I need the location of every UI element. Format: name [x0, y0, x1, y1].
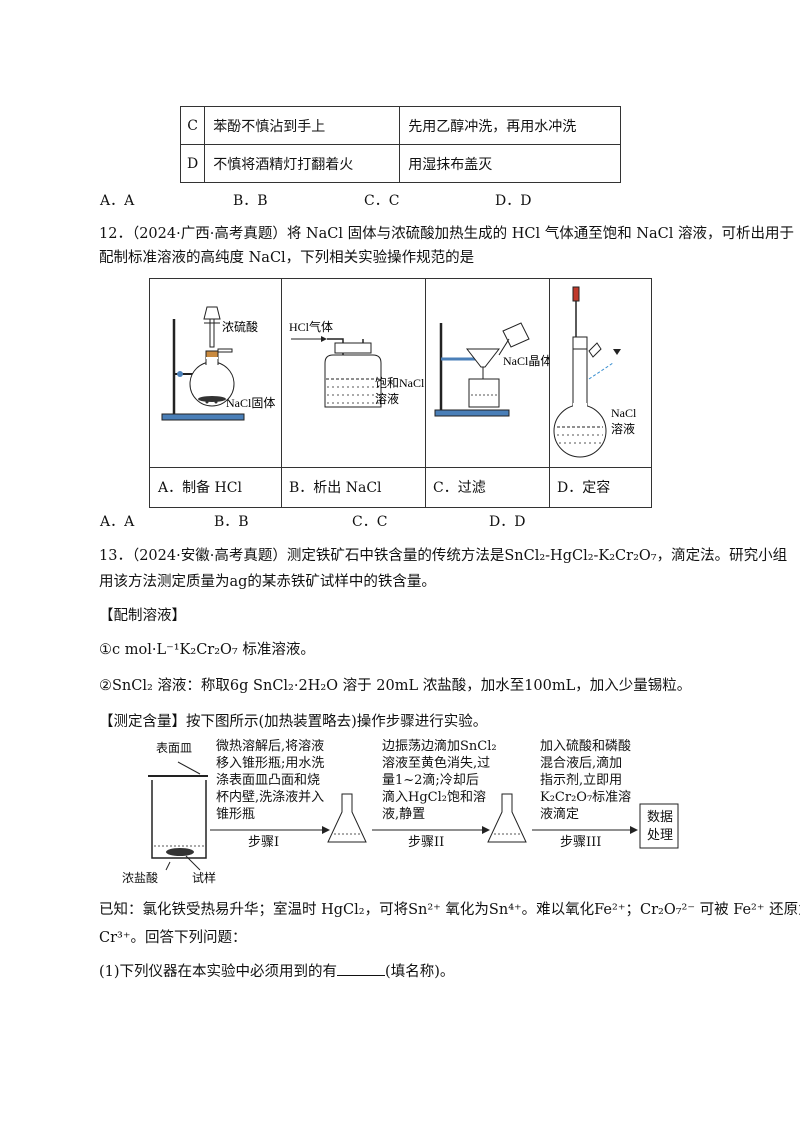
- option-a: A．A: [100, 193, 135, 209]
- label-solution: 溶液: [611, 421, 635, 436]
- label-saturated-nacl: 饱和NaCl: [375, 375, 425, 390]
- row-action: 先用乙醇冲洗，再用水冲洗: [399, 106, 621, 145]
- q11-options: A．A B．B C．C D．D: [0, 190, 800, 210]
- table-row: D 不慎将酒精灯打翻着火 用湿抹布盖灭: [179, 144, 621, 183]
- label-watch-glass: 表面皿: [156, 741, 193, 755]
- option-a: A．A: [100, 514, 135, 530]
- option-c: C．C: [352, 514, 388, 530]
- label-conc-sulfuric-acid: 浓硫酸: [222, 319, 258, 334]
- caption-b: B．析出 NaCl: [281, 467, 425, 508]
- gas-washing-bottle: HCl气体 饱和NaCl 溶液: [289, 319, 425, 408]
- step2-label: 步骤II: [408, 835, 445, 850]
- figure-cell-d: NaCl 溶液: [549, 279, 651, 507]
- row-situation: 不慎将酒精灯打翻着火: [204, 144, 401, 183]
- label-nacl-solid: NaCl固体: [226, 396, 275, 410]
- q13-text-a: 13．（2024·安徽·高考真题）测定铁矿石中铁含量的传统方法是: [99, 548, 505, 564]
- row-situation: 苯酚不慎沾到手上: [204, 106, 401, 145]
- option-b: B．B: [214, 514, 249, 530]
- end-box-line2: 处理: [647, 828, 674, 843]
- q12-options: A．A B．B C．C D．D: [0, 511, 800, 531]
- label-nacl: NaCl: [611, 406, 637, 420]
- label-nacl-crystal: NaCl晶体: [503, 354, 549, 368]
- figure-cell-b: HCl气体 饱和NaCl 溶液: [281, 279, 426, 507]
- table-row: C 苯酚不慎沾到手上 先用乙醇冲洗，再用水冲洗: [179, 106, 621, 145]
- row-action: 用湿抹布盖灭: [399, 144, 621, 183]
- q12-line2: 配制标准溶液的高纯度 NaCl，下列相关实验操作规范的是: [99, 250, 475, 266]
- label-solution: 溶液: [375, 391, 399, 406]
- filtration-apparatus: NaCl晶体: [434, 322, 552, 417]
- option-b: B．B: [233, 193, 268, 209]
- volumetric-flask-apparatus: NaCl 溶液: [553, 286, 637, 458]
- flow-shapes: [148, 761, 679, 871]
- option-d: D．D: [495, 193, 532, 209]
- label-hcl-gas: HCl气体: [289, 319, 333, 334]
- question-1: (1)下列仪器在本实验中必须用到的有 (填名称)。: [99, 960, 454, 984]
- procedure-flow-diagram: 表面皿 浓盐酸 试样 微热溶解后,将溶液 移入锥形瓶;用水洗 涤表面皿凸面和烧 …: [120, 738, 680, 888]
- caption-d: D．定容: [549, 467, 651, 508]
- end-box-line1: 数据: [647, 810, 674, 825]
- caption-c: C．过滤: [425, 467, 549, 508]
- row-key: C: [179, 106, 206, 145]
- item-2: ②SnCl₂ 溶液：称取6g SnCl₂·2H₂O 溶于 20mL 浓盐酸，加水…: [99, 678, 692, 694]
- question-1-prefix: (1)下列仪器在本实验中必须用到的有: [99, 964, 338, 980]
- section-prepare-solution: 【配制溶液】: [99, 608, 186, 624]
- q13-text-b: ，滴定法。研究小组: [656, 548, 788, 564]
- answer-blank[interactable]: [337, 961, 386, 976]
- option-d: D．D: [489, 514, 526, 530]
- known-line2: Cr³⁺。回答下列问题：: [99, 930, 247, 946]
- q13-formula: SnCl₂-HgCl₂-K₂Cr₂O₇: [504, 548, 657, 564]
- figure-cell-a: 浓硫酸 NaCl固体: [150, 279, 282, 507]
- option-c: C．C: [364, 193, 400, 209]
- figure-cell-c: NaCl晶体: [425, 279, 552, 507]
- options-table: C 苯酚不慎沾到手上 先用乙醇冲洗，再用水冲洗 D 不慎将酒精灯打翻着火 用湿抹…: [179, 106, 621, 183]
- label-sample: 试样: [192, 871, 217, 885]
- label-conc-hcl: 浓盐酸: [122, 871, 159, 885]
- q13-line1: 13．（2024·安徽·高考真题）测定铁矿石中铁含量的传统方法是SnCl₂-Hg…: [99, 544, 787, 568]
- question-1-suffix: (填名称)。: [385, 964, 455, 980]
- step1-description: 微热溶解后,将溶液 移入锥形瓶;用水洗 涤表面皿凸面和烧 杯内壁,洗涤液并入 锥…: [216, 739, 325, 822]
- step2-description: 边振荡边滴加SnCl₂ 溶液至黄色消失,过 量1~2滴;冷却后 滴入HgCl₂饱…: [382, 739, 497, 822]
- known-line1: 已知：氯化铁受热易升华；室温时 HgCl₂，可将Sn²⁺ 氧化为Sn⁴⁺。难以氧…: [99, 902, 800, 918]
- step3-label: 步骤III: [560, 835, 602, 850]
- item-1: ①c mol·L⁻¹K₂Cr₂O₇ 标准溶液。: [99, 642, 315, 658]
- q13-line2: 用该方法测定质量为ag的某赤铁矿试样中的铁含量。: [99, 574, 436, 590]
- row-key: D: [179, 144, 206, 183]
- hcl-generator-apparatus: 浓硫酸 NaCl固体: [161, 306, 275, 421]
- caption-a: A．制备 HCl: [150, 467, 281, 508]
- section-measure-content: 【测定含量】按下图所示(加热装置略去)操作步骤进行实验。: [99, 714, 488, 730]
- q12-figure: 浓硫酸 NaCl固体 HCl气体 饱和NaCl 溶液: [149, 278, 652, 508]
- step1-label: 步骤I: [248, 835, 280, 850]
- step3-description: 加入硫酸和磷酸 混合液后,滴加 指示剂,立即用 K₂Cr₂O₇标准溶 液滴定: [540, 739, 632, 822]
- q12-line1: 12．（2024·广西·高考真题）将 NaCl 固体与浓硫酸加热生成的 HCl …: [99, 226, 794, 242]
